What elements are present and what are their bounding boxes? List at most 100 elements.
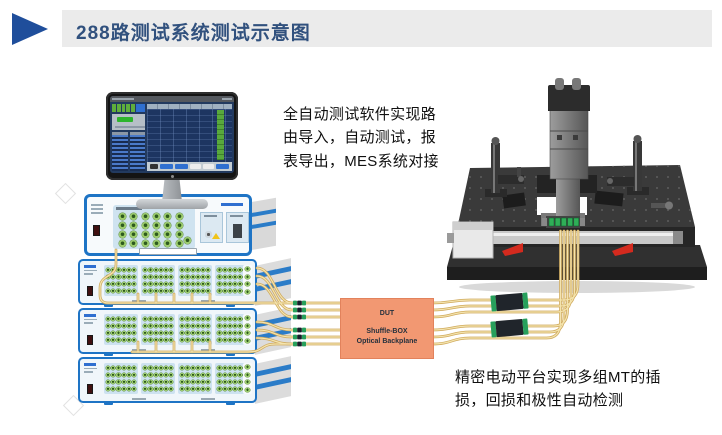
optical-connector [131,288,137,294]
optical-connector [131,365,137,371]
optical-connector [141,213,149,220]
clamp-arm-right [607,177,634,186]
optical-connector [180,386,185,392]
platform-shadow [459,281,695,293]
optical-connector [169,372,174,378]
optical-connector [158,386,163,392]
side-screw [651,203,667,208]
optical-connector [222,372,227,378]
optical-connector [130,231,138,238]
mt-connector [490,321,497,338]
optical-connector [238,281,243,287]
optical-connector [245,274,250,279]
optical-connector [143,330,148,336]
optical-connector [227,330,232,336]
optical-connector [148,267,153,273]
optical-connector [195,372,200,378]
optical-connector [131,337,137,343]
status-cells [112,104,145,112]
optical-connector [153,274,158,280]
optical-connector [222,323,227,329]
page-title: 288路测试系统测试示意图 [76,23,311,44]
optical-connector [121,288,126,294]
optical-connector [232,337,238,343]
optical-connector [195,281,200,287]
optical-connector [119,231,127,238]
optical-connector [130,240,138,247]
instrument-right-section [199,201,249,249]
rail-highlight [461,233,683,236]
optical-connector [206,274,211,280]
optical-connector [153,222,161,229]
header-bar [62,10,712,47]
dut-line3: Optical Backplane [356,338,418,346]
optical-connector [185,267,190,273]
mt-connector [297,314,302,320]
optical-connector [148,281,153,287]
optical-connector [116,323,121,329]
panel-label [116,207,142,210]
optical-connector [143,337,148,343]
optical-connector [116,316,121,322]
optical-connector [180,267,185,273]
optical-connector [148,316,153,322]
optical-connector [153,316,158,322]
optical-connector [106,323,111,329]
optical-connector [227,379,232,385]
mt-connector [297,334,302,340]
optical-connector [206,372,211,378]
mt-connector [297,300,302,306]
optical-connector [206,288,211,294]
optical-connector [245,266,250,271]
clamp-arm-left [498,175,524,184]
optical-connector [131,379,137,385]
optical-connector [217,267,222,273]
optical-connector [153,386,158,392]
optical-connector [180,337,185,343]
optical-connector [158,267,163,273]
optical-connector [201,337,206,343]
optical-connector [121,267,126,273]
optical-connector [201,330,206,336]
power-button [87,335,93,345]
optical-connector [153,372,158,378]
mt-connector [293,341,297,347]
optical-connector [126,316,131,322]
optical-connector [121,386,126,392]
post-right [633,141,642,191]
optical-connector [141,240,149,247]
dut-shuffle-box: DUT Shuffle-BOX Optical Backplane [340,298,434,359]
optical-connector [153,323,158,329]
optical-connector [163,379,169,385]
optical-connector [153,213,161,220]
optical-connector [190,330,195,336]
optical-connector [217,337,222,343]
optical-connector [206,337,211,343]
optical-connector [245,323,250,328]
optical-connector [141,222,149,229]
rack-brand-area [83,264,103,296]
reference-port [184,237,191,244]
optical-connector [121,281,126,287]
optical-connector [217,365,222,371]
mt-adapter-block [490,318,529,338]
optical-connector [119,222,127,229]
optical-connector [201,316,206,322]
optical-connector [111,267,116,273]
optical-connector [180,379,185,385]
optical-connector [201,288,206,294]
optical-connector [158,323,163,329]
optical-connector [206,267,211,273]
optical-connector [163,281,169,287]
optical-connector [238,274,243,280]
optical-connector [185,386,190,392]
mt-connector [302,334,306,340]
rack-brand-area [83,362,103,394]
optical-connector [227,386,232,392]
optical-connector [185,323,190,329]
optical-connector [232,379,238,385]
optical-connector [131,274,137,280]
optical-connector [227,316,232,322]
optical-connector [185,330,190,336]
optical-connector [116,379,121,385]
